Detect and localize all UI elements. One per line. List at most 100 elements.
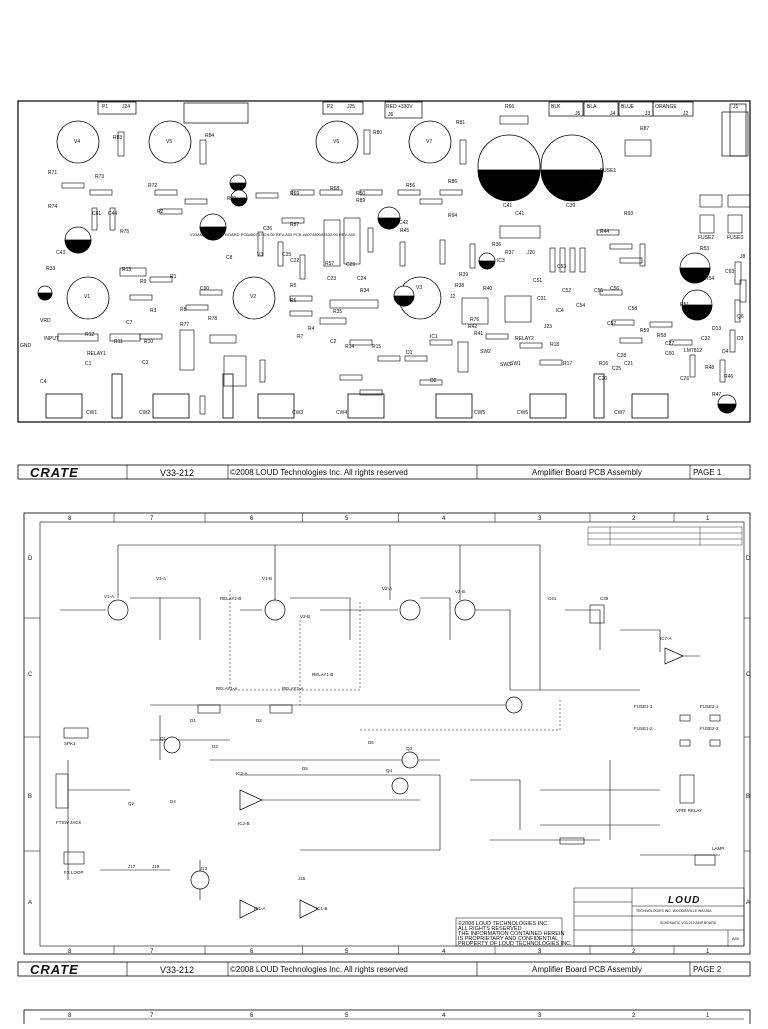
part-designator: R81 [456,120,465,126]
row-letter: B [28,794,32,800]
component-label: V3-B [300,614,310,619]
capacitor-symbol [229,174,247,192]
part-designator: R57 [325,261,334,267]
tube-label: V6 [333,139,339,145]
resistor-outline [439,189,463,196]
component-label: J19 [152,864,160,869]
part-designator: C90 [200,286,209,292]
resistor-outline [329,299,379,309]
part-designator: R14 [345,344,354,350]
resistor-outline [404,355,428,362]
column-number: 1 [706,516,710,522]
relay-coils [197,604,721,866]
part-designator: C61 [92,211,101,217]
resistor-outline [499,225,541,239]
part-designator: R74 [48,204,57,210]
part-designator: R34 [360,288,369,294]
filter-capacitors [477,134,604,202]
column-number: 6 [250,516,254,522]
row-letter: C [746,672,751,678]
part-designator: C24 [357,276,366,282]
column-number: 8 [68,1013,72,1019]
resistor-outline [397,189,421,196]
tube-label: V4 [74,139,80,145]
connector-label: J5 [575,111,581,117]
connector-label: P1 [102,104,108,110]
part-designator: R42 [468,324,477,330]
resistor-outline [319,189,343,196]
part-designator: C7 [126,320,133,326]
part-designator: R8 [180,307,187,313]
edge-label: CW6 [517,410,528,416]
part-designator: IC4 [556,308,564,314]
column-number: 7 [150,949,154,955]
resistor-outline [469,243,476,269]
capacitor-symbol [230,189,248,207]
edge-label: CW3 [292,410,303,416]
part-designator: V3 [257,252,263,258]
column-number: 3 [538,516,542,522]
connector-blocks [55,727,89,865]
part-designator: R3 [150,308,157,314]
resistor-outline [549,247,556,273]
resistor-outline [727,214,743,234]
copyright-text: ©2008 LOUD Technologies Inc. All rights … [230,965,408,974]
column-number: 5 [345,516,349,522]
part-designator: C57 [607,321,616,327]
edge-label: CW7 [614,410,625,416]
row-letter: D [746,556,751,562]
part-designator: R38 [455,283,464,289]
part-designator: C53 [557,264,566,270]
component-label: IC2-A [236,771,248,776]
resistor-outline [149,276,173,283]
resistor-outline [223,355,247,387]
resistor-outline [119,267,147,277]
part-designator: SW3 [500,362,511,368]
part-designator: C32 [701,336,710,342]
capacitor-symbol [393,285,415,307]
part-designator: C56 [610,286,619,292]
component-label: V1-B [262,576,272,581]
part-designator: D13 [712,326,721,332]
column-number: 7 [150,1013,154,1019]
resistor-outline [185,304,209,311]
column-number: 4 [442,1013,446,1019]
resistor-outline [569,247,576,273]
part-designator: LM7812 [684,348,702,354]
electrolytic-caps [37,174,737,414]
part-designator: R45 [400,228,409,234]
schematic-inner-frame [39,521,745,947]
resistor-outline [319,317,347,325]
row-letter: B [746,794,750,800]
part-designator: R68 [330,186,339,192]
component-label: VPRI RELAY [676,808,702,813]
capacitor-symbol [64,226,92,254]
component-labels: V1-A V1-B V2-A V2-B V3-A V3-B RELAY1-A R… [56,576,724,911]
resistor-outline [619,257,643,264]
resistor-outlines [57,115,751,415]
part-designator: C58 [628,306,637,312]
component-label: J17 [128,864,136,869]
part-designator: SW2 [480,349,491,355]
capacitor-symbol [37,285,53,301]
edge-label: CW2 [139,410,150,416]
part-designator: C60 [665,351,674,357]
part-designator: R46 [724,374,733,380]
resistor-outline [199,395,206,415]
resistor-outline [57,333,99,342]
part-designator: Q6 [737,314,744,320]
resistor-outline [461,297,489,325]
part-designator: J20 [527,250,535,256]
edge-label: GND [20,343,32,349]
part-designator: D2 [430,378,437,384]
column-number: 4 [442,949,446,955]
component-label: RELAY2-B [220,596,241,601]
part-designator: C54 [576,303,585,309]
part-designator: C26 [680,376,689,382]
page-description: Amplifier Board PCB Assembly [532,965,642,974]
part-designator: R7 [297,334,304,340]
resistor-outline [179,329,195,371]
resistor-outline [199,139,207,165]
